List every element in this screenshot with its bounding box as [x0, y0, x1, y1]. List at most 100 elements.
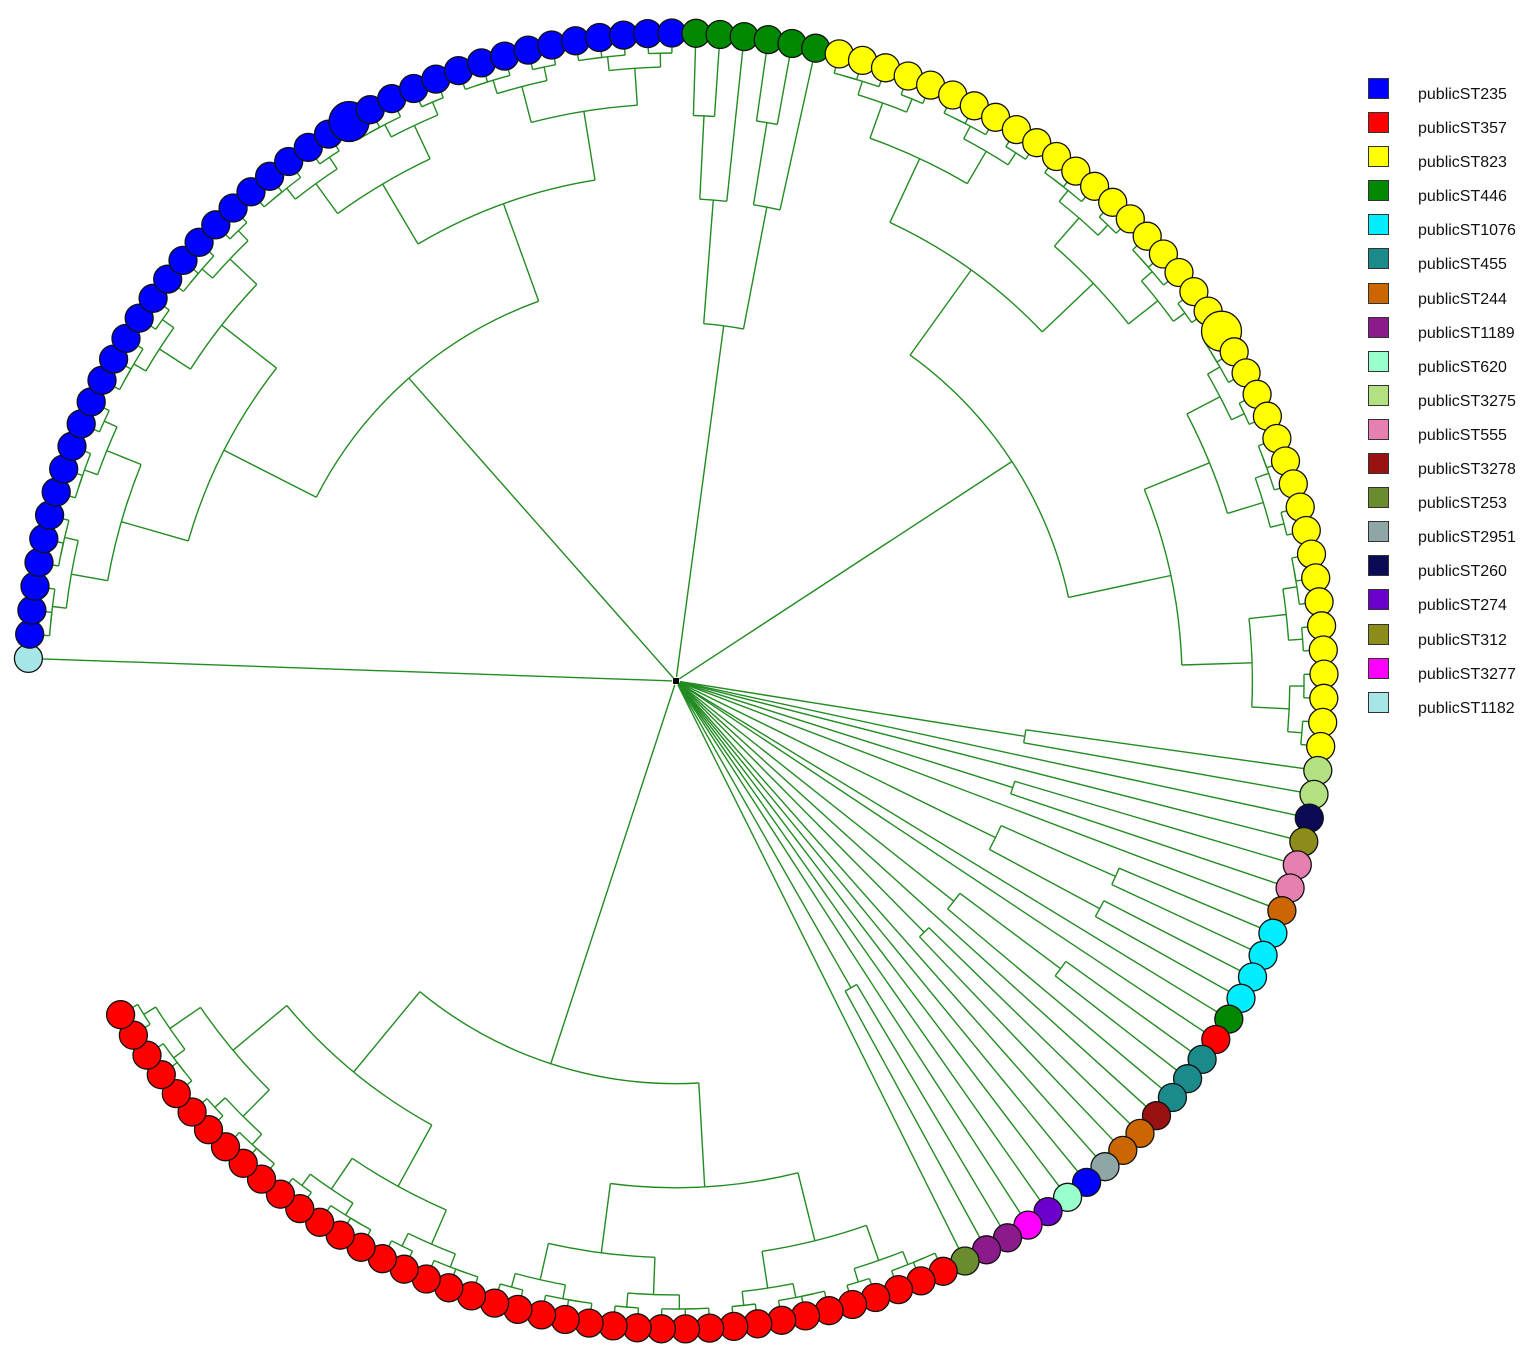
legend-item: publicST253: [1368, 487, 1528, 521]
tree-branch: [844, 990, 981, 1238]
legend-label: publicST823: [1418, 154, 1507, 172]
tree-branch: [163, 306, 170, 311]
tree-arc: [224, 1097, 263, 1135]
tree-branch: [52, 605, 67, 609]
legend-label: publicST1076: [1418, 222, 1516, 240]
tree-arc: [1010, 781, 1016, 795]
tree-branch: [1238, 399, 1245, 404]
tree-branch: [1023, 742, 1301, 793]
tree-arc: [1206, 373, 1233, 421]
isolate-node: [105, 1000, 136, 1030]
tree-branch: [1065, 960, 1192, 1052]
legend-label: publicST3275: [1418, 392, 1516, 410]
tree-branch: [1128, 300, 1159, 325]
tree-branch: [269, 1163, 275, 1169]
tree-branch: [225, 234, 231, 240]
tree-branch: [1207, 366, 1221, 375]
tree-arc: [947, 892, 961, 910]
tree-branch: [1300, 743, 1307, 746]
legend-item: publicST2951: [1368, 521, 1528, 555]
tree-branch: [144, 1023, 151, 1029]
legend-swatch: [1368, 78, 1389, 99]
tree-branch: [539, 1243, 550, 1280]
root-node: [673, 678, 679, 684]
legend-item: publicST3278: [1368, 453, 1528, 487]
tree-branch: [45, 611, 52, 614]
tree-branch: [679, 682, 1218, 1013]
tree-branch: [401, 1233, 409, 1247]
tree-branch: [678, 683, 925, 933]
legend-item: publicST244: [1368, 282, 1528, 317]
tree-branch: [201, 268, 214, 279]
tree-branch: [84, 469, 98, 476]
legend-swatch: [1368, 112, 1389, 134]
tree-branch: [698, 1082, 706, 1187]
tree-arc: [919, 927, 930, 938]
tree-branch: [678, 682, 955, 902]
tree-branch: [1231, 413, 1245, 421]
tree-branch: [492, 79, 498, 94]
tree-branch: [150, 325, 157, 330]
tree-arc: [337, 158, 431, 215]
tree-branch: [1191, 318, 1198, 324]
legend-swatch: [1368, 418, 1389, 440]
tree-arc: [909, 354, 1070, 598]
legend-swatch: [1368, 180, 1389, 202]
tree-arc: [1186, 413, 1229, 514]
tree-branch: [553, 58, 557, 65]
tree-arc: [545, 1294, 581, 1303]
tree-branch: [1005, 141, 1010, 147]
tree-branch: [143, 1006, 157, 1015]
tree-branch: [1115, 228, 1121, 234]
tree-arc: [731, 1303, 756, 1308]
tree-branch: [792, 1283, 797, 1298]
tree-branch: [132, 1003, 139, 1009]
tree-branch: [905, 98, 913, 113]
tree-branch: [928, 927, 1131, 1125]
tree-branch: [634, 68, 638, 106]
tree-arc: [294, 168, 338, 200]
tree-arc: [1301, 627, 1304, 651]
tree-branch: [857, 81, 863, 96]
tree-branch: [583, 111, 596, 181]
tree-branch: [868, 1278, 872, 1285]
tree-branches: [42, 47, 1310, 1315]
tree-branch: [613, 1305, 616, 1313]
tree-branch: [922, 97, 926, 104]
tree-branch: [1280, 510, 1287, 514]
tree-branch: [252, 1147, 258, 1154]
tree-branch: [367, 1229, 372, 1236]
tree-branch: [963, 125, 971, 140]
tree-branch: [1025, 153, 1030, 160]
tree-branch: [550, 684, 676, 1064]
legend-swatch: [1368, 589, 1389, 611]
tree-branch: [408, 377, 674, 679]
tree-branch: [543, 1295, 547, 1302]
tree-branch: [677, 683, 1060, 1187]
tree-branch: [237, 230, 249, 242]
tree-branch: [902, 1251, 909, 1265]
tree-branch: [713, 48, 720, 117]
legend-swatch: [1368, 214, 1389, 236]
tree-branch: [173, 1048, 186, 1059]
tree-branch: [453, 1268, 457, 1275]
tree-branch: [577, 54, 580, 61]
isolate-node: [1299, 779, 1329, 810]
legend-label: publicST312: [1418, 631, 1507, 649]
tree-branch: [1068, 574, 1172, 599]
tree-branch: [125, 365, 132, 370]
legend-item: publicST446: [1368, 180, 1528, 214]
tree-branch: [158, 1043, 164, 1048]
tree-branch: [590, 1303, 593, 1310]
tree-branch: [1288, 638, 1303, 641]
tree-branch: [989, 848, 1101, 910]
isolate-node: [777, 28, 807, 59]
tree-branch: [1000, 824, 1116, 878]
tree-branch: [315, 158, 321, 165]
tree-branch: [675, 325, 725, 678]
tree-branch: [1041, 282, 1094, 333]
tree-branch: [1248, 613, 1287, 620]
tree-arc: [330, 1205, 361, 1225]
tree-branch: [418, 101, 423, 108]
legend-label: publicST235: [1418, 86, 1507, 103]
